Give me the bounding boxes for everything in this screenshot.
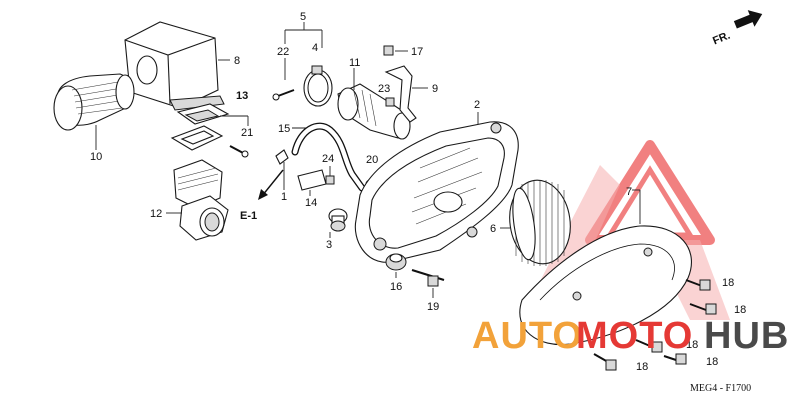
callout-14: 14 <box>305 197 317 209</box>
part-2-air-cleaner-case[interactable] <box>354 121 519 263</box>
part-16-collar[interactable] <box>385 253 407 271</box>
part-12-carburetor-joint[interactable] <box>173 159 229 241</box>
callout-4: 4 <box>312 42 318 54</box>
watermark-moto: MOTO <box>576 315 693 357</box>
callout-11: 11 <box>349 57 360 69</box>
callout-18a: 18 <box>722 277 734 289</box>
callout-1: 1 <box>281 191 287 203</box>
callout-13: 13 <box>236 90 248 102</box>
callout-18d: 18 <box>706 356 718 368</box>
callout-24: 24 <box>322 153 334 165</box>
callout-21: 21 <box>241 127 253 139</box>
part-18-bolt-c[interactable] <box>635 339 663 353</box>
part-6-filter-element[interactable] <box>504 176 575 268</box>
watermark-hub: HUB <box>704 315 789 357</box>
diagram-code: MEG4 - F1700 <box>690 383 751 394</box>
part-3-grommet[interactable] <box>328 208 348 232</box>
part-19-bolt[interactable] <box>411 268 445 287</box>
callout-9: 9 <box>432 83 438 95</box>
callout-20: 20 <box>366 154 378 166</box>
front-direction-indicator: FR. <box>711 10 763 48</box>
watermark-wordmark: AUTO MOTO HUB <box>472 315 789 357</box>
callout-22: 22 <box>277 46 289 58</box>
callout-7: 7 <box>626 186 632 198</box>
callout-18e: 18 <box>636 361 648 373</box>
callout-18c: 18 <box>686 339 698 351</box>
callout-23: 23 <box>378 83 390 95</box>
part-9-stay-bracket[interactable] <box>384 65 417 123</box>
part-10-intake-boot[interactable] <box>53 73 135 131</box>
callout-16: 16 <box>390 281 402 293</box>
part-18-bolt-d[interactable] <box>663 353 687 365</box>
part-1-drain-plug[interactable] <box>275 149 289 190</box>
part-17-nut[interactable] <box>383 45 394 56</box>
callout-18b: 18 <box>734 304 746 316</box>
part-21-screw[interactable] <box>229 145 249 158</box>
part-18-bolt-a[interactable] <box>685 279 711 291</box>
part-8-cover[interactable] <box>124 21 225 111</box>
part-13-gasket[interactable] <box>176 103 230 125</box>
part-22-screw[interactable] <box>272 89 295 101</box>
part-gasket-plate[interactable] <box>170 125 224 151</box>
part-23-bolt[interactable] <box>385 97 395 107</box>
callout-2: 2 <box>474 99 480 111</box>
part-7-outer-cover[interactable] <box>519 225 692 346</box>
part-14-tube-joint[interactable] <box>297 169 327 196</box>
part-4-band-clamp[interactable] <box>303 65 333 107</box>
part-24-hose-clip[interactable] <box>325 166 335 185</box>
part-18-bolt-b[interactable] <box>689 303 717 315</box>
section-reference-label: E-1 <box>240 210 257 222</box>
callout-15: 15 <box>278 123 290 135</box>
callout-5: 5 <box>300 11 306 23</box>
section-reference-arrow <box>258 169 284 200</box>
part-11-connecting-tube[interactable] <box>337 83 411 140</box>
part-15-drain-tube[interactable] <box>291 122 366 192</box>
callout-3: 3 <box>326 239 332 251</box>
callout-19: 19 <box>427 301 439 313</box>
part-18-bolt-e[interactable] <box>593 353 617 371</box>
front-direction-label: FR. <box>711 30 732 48</box>
watermark-auto: AUTO <box>472 315 583 357</box>
callout-12: 12 <box>150 208 162 220</box>
callout-8: 8 <box>234 55 240 67</box>
callout-17: 17 <box>411 46 423 58</box>
callout-6: 6 <box>490 223 496 235</box>
callout-10: 10 <box>90 151 102 163</box>
